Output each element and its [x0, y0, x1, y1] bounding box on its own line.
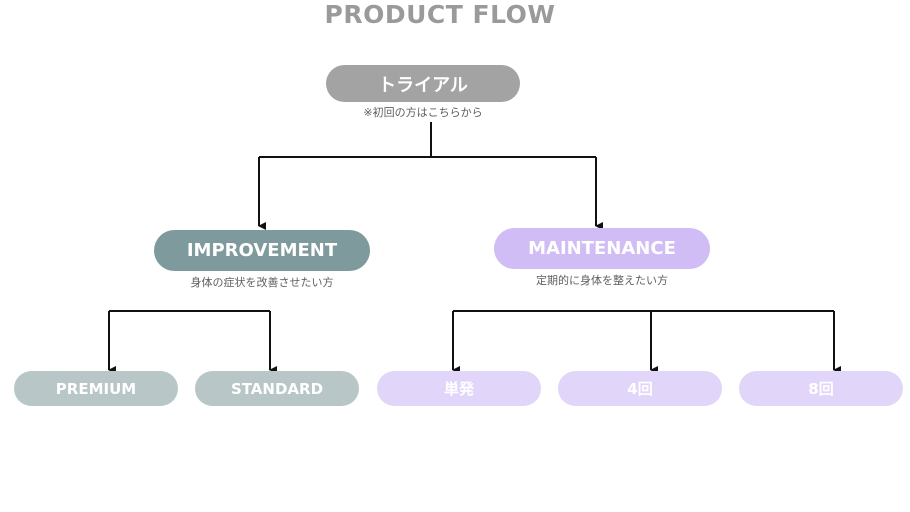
trial-node[interactable]: トライアル [326, 65, 520, 102]
maintenance-node[interactable]: MAINTENANCE [494, 228, 710, 269]
eight-sessions-node[interactable]: 8回 [739, 371, 903, 406]
premium-node-label: PREMIUM [55, 379, 137, 398]
improvement-connector [108, 310, 277, 374]
root-connector [258, 122, 603, 230]
trial-node-label: トライアル [378, 74, 468, 96]
four-sessions-node[interactable]: 4回 [558, 371, 722, 406]
improvement-node[interactable]: IMPROVEMENT [154, 230, 370, 271]
premium-node[interactable]: PREMIUM [14, 371, 178, 406]
maintenance-connector [452, 310, 841, 374]
maintenance-node-label: MAINTENANCE [528, 238, 676, 259]
single-session-node[interactable]: 単発 [377, 371, 541, 406]
standard-node-label: STANDARD [230, 379, 324, 398]
eight-sessions-node-label: 8回 [808, 380, 834, 398]
single-session-node-label: 単発 [443, 380, 474, 398]
improvement-node-label: IMPROVEMENT [186, 240, 338, 261]
trial-caption: ※初回の方はこちらから [363, 106, 483, 119]
standard-node[interactable]: STANDARD [195, 371, 359, 406]
four-sessions-node-label: 4回 [627, 380, 653, 398]
improvement-caption: 身体の症状を改善させたい方 [190, 276, 334, 289]
page-title: PRODUCT FLOW [324, 0, 556, 29]
maintenance-caption: 定期的に身体を整えたい方 [536, 274, 668, 287]
